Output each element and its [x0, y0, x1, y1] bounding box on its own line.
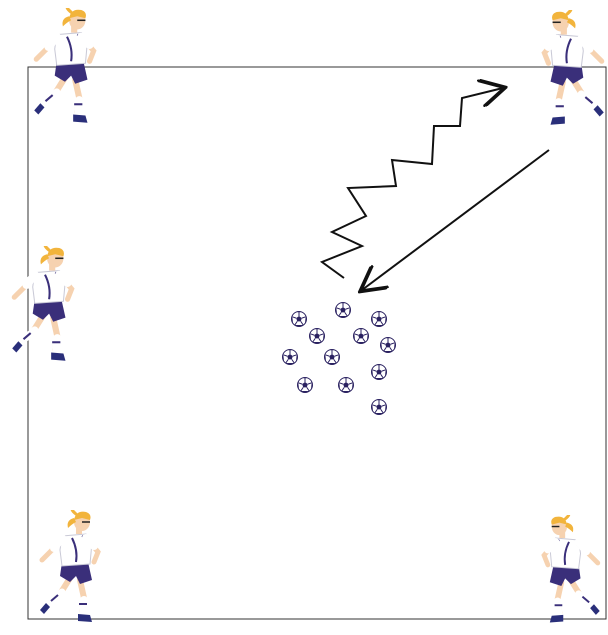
soccer-ball-icon	[297, 377, 313, 393]
player-bottom-left-icon	[40, 508, 98, 622]
player-top-right	[544, 8, 603, 125]
soccer-ball-icon	[291, 311, 307, 327]
soccer-ball-icon	[309, 328, 325, 344]
soccer-ball-icon	[371, 364, 387, 380]
field-outline	[27, 66, 607, 620]
soccer-ball-icon	[371, 311, 387, 327]
ball-pile	[282, 302, 396, 415]
return-path-arrow	[362, 149, 550, 290]
dribble-path-arrow	[319, 88, 503, 279]
soccer-ball-icon	[380, 337, 396, 353]
soccer-ball-icon	[324, 349, 340, 365]
soccer-ball-icon	[282, 349, 298, 365]
player-mid-left-icon	[12, 244, 71, 361]
soccer-ball-icon	[353, 328, 369, 344]
player-bottom-right-icon	[544, 513, 600, 622]
player-top-left-icon	[34, 6, 93, 123]
player-top-right-icon	[544, 8, 603, 125]
player-bottom-right	[544, 513, 600, 622]
soccer-ball-icon	[335, 302, 351, 318]
soccer-ball-icon	[371, 399, 387, 415]
soccer-ball-icon	[338, 377, 354, 393]
